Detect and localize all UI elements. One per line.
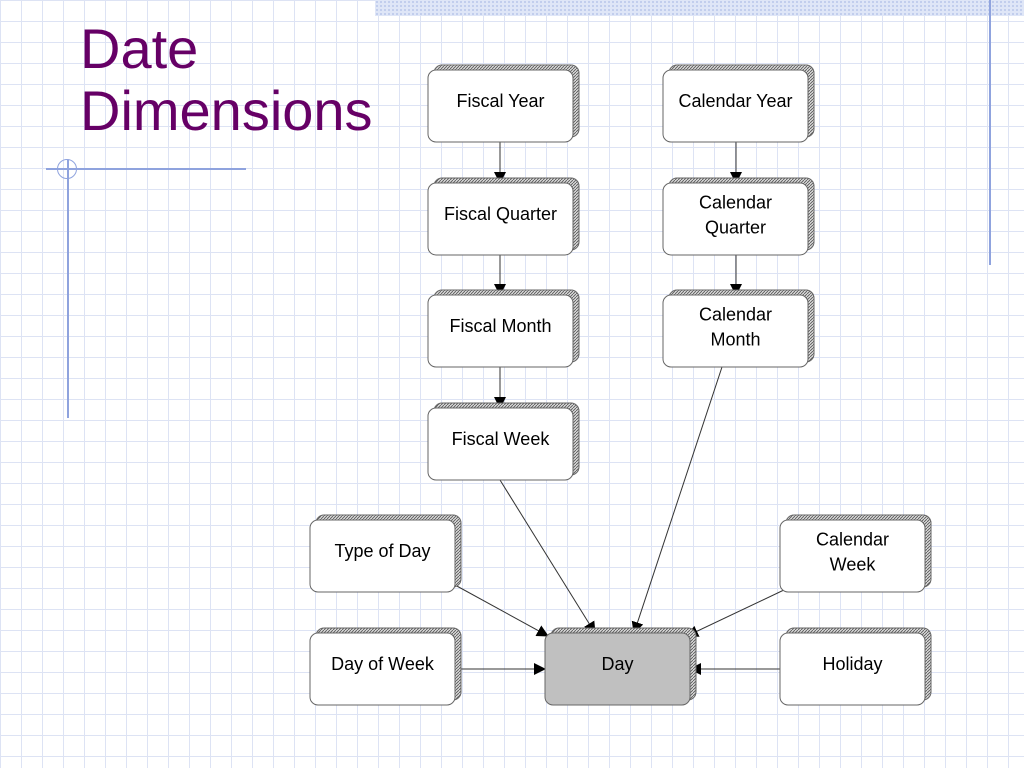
node-calendar-year: Calendar Year — [662, 64, 815, 143]
edge-calendar-month-to-day — [631, 366, 723, 634]
title-underline — [46, 168, 246, 170]
node-label-holiday: Holiday — [822, 654, 882, 674]
right-decorative-line — [989, 0, 991, 265]
node-label-fiscal-month: Fiscal Month — [449, 316, 551, 336]
node-box-calendar-year — [662, 69, 809, 143]
edges-layer — [454, 142, 787, 675]
node-label-day-of-week: Day of Week — [331, 654, 435, 674]
node-box-fiscal-quarter — [427, 182, 574, 256]
node-day: Day — [544, 627, 697, 706]
node-fiscal-week: Fiscal Week — [427, 402, 580, 481]
edge-fiscal-week-to-day — [499, 479, 596, 634]
node-box-calendar-quarter — [662, 182, 809, 256]
node-fiscal-month: Fiscal Month — [427, 289, 580, 368]
title-ornament-circle — [57, 159, 77, 179]
title-line-1: Date — [80, 17, 199, 80]
edge-type-of-day-to-day — [454, 584, 549, 637]
node-label-calendar-quarter-2: Quarter — [705, 218, 766, 238]
node-box-day-of-week — [309, 632, 456, 706]
node-box-calendar-month — [662, 294, 809, 368]
node-label-day: Day — [601, 654, 633, 674]
left-decorative-line — [67, 160, 69, 418]
node-box-day — [544, 632, 691, 706]
node-type-of-day: Type of Day — [309, 514, 462, 593]
node-box-type-of-day — [309, 519, 456, 593]
edge-calendar-week-to-day — [686, 588, 787, 637]
node-label-fiscal-week: Fiscal Week — [452, 429, 551, 449]
node-label-calendar-year: Calendar Year — [678, 91, 792, 111]
slide-title: Date Dimensions — [80, 18, 373, 142]
node-box-fiscal-month — [427, 294, 574, 368]
node-fiscal-quarter: Fiscal Quarter — [427, 177, 580, 256]
top-decorative-band — [375, 0, 1024, 16]
node-label-calendar-week-2: Week — [830, 555, 877, 575]
node-box-holiday — [779, 632, 926, 706]
node-day-of-week: Day of Week — [309, 627, 462, 706]
node-box-fiscal-week — [427, 407, 574, 481]
node-label-calendar-month-1: Calendar — [699, 305, 772, 325]
node-fiscal-year: Fiscal Year — [427, 64, 580, 143]
node-label-calendar-quarter-1: Calendar — [699, 193, 772, 213]
node-label-calendar-week-1: Calendar — [816, 530, 889, 550]
node-label-fiscal-year: Fiscal Year — [456, 91, 544, 111]
node-box-fiscal-year — [427, 69, 574, 143]
title-line-2: Dimensions — [80, 79, 373, 142]
node-label-type-of-day: Type of Day — [334, 541, 430, 561]
node-label-calendar-month-2: Month — [710, 330, 760, 350]
node-label-fiscal-quarter: Fiscal Quarter — [444, 204, 557, 224]
node-box-calendar-week — [779, 519, 926, 593]
node-holiday: Holiday — [779, 627, 932, 706]
